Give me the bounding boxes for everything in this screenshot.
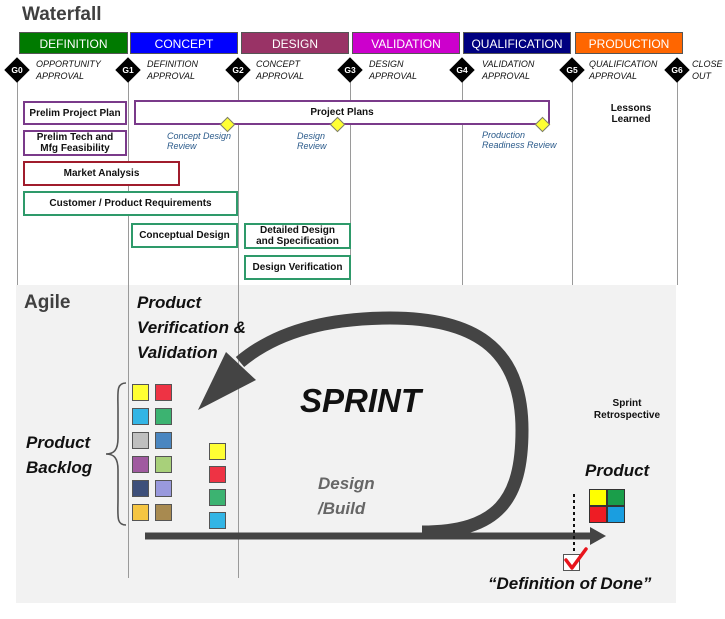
phase-validation: VALIDATION <box>352 32 460 54</box>
agile-line-g1 <box>128 285 129 578</box>
gate-id-g5: G5 <box>566 65 578 75</box>
done-checkbox <box>563 554 580 571</box>
gate-line-g4 <box>462 60 463 285</box>
sprint-item <box>209 489 226 506</box>
gate-id-g6: G6 <box>671 65 683 75</box>
conceptual-design-box: Conceptual Design <box>131 223 238 248</box>
checkmark-icon <box>564 547 588 570</box>
gate-id-g4: G4 <box>456 65 468 75</box>
phase-production: PRODUCTION <box>575 32 683 54</box>
gate-id-g2: G2 <box>232 65 244 75</box>
gate-line-g0 <box>17 60 18 285</box>
phase-design: DESIGN <box>241 32 349 54</box>
design-verification-box: Design Verification <box>244 255 351 280</box>
sprint-item <box>209 512 226 529</box>
prelim-project-plan-box: Prelim Project Plan <box>23 101 127 125</box>
market-analysis-box: Market Analysis <box>23 161 180 186</box>
backlog-brace-icon <box>105 382 127 526</box>
customer-product-requirements-box: Customer / Product Requirements <box>23 191 238 216</box>
agile-panel <box>16 285 676 603</box>
agile-line-g2 <box>238 285 239 578</box>
sprint-item <box>209 466 226 483</box>
phase-qualification: QUALIFICATION <box>463 32 571 54</box>
backlog-item <box>155 384 172 401</box>
design-build-label: Design/Build <box>318 474 375 518</box>
phase-concept: CONCEPT <box>130 32 238 54</box>
backlog-item <box>132 480 149 497</box>
sprint-item <box>209 443 226 460</box>
backlog-item <box>132 504 149 521</box>
backlog-item <box>155 480 172 497</box>
product-tile <box>607 506 625 523</box>
waterfall-title: Waterfall <box>22 4 102 25</box>
gate-line-g3 <box>350 60 351 285</box>
backlog-item <box>132 408 149 425</box>
product-tile <box>607 489 625 506</box>
definition-of-done-label: “Definition of Done” <box>488 574 652 593</box>
gate-id-g1: G1 <box>122 65 134 75</box>
phase-definition: DEFINITION <box>19 32 128 54</box>
backlog-item <box>132 456 149 473</box>
agile-title: Agile <box>24 292 71 313</box>
sprint-label: SPRINT <box>300 382 422 419</box>
gate-id-g3: G3 <box>344 65 356 75</box>
backlog-item <box>155 504 172 521</box>
product-label: Product <box>585 461 650 480</box>
gate-line-g5 <box>572 60 573 285</box>
backlog-item <box>155 456 172 473</box>
backlog-item <box>155 408 172 425</box>
backlog-item <box>155 432 172 449</box>
product-tile <box>589 489 607 506</box>
gate-line-g6 <box>677 60 678 285</box>
backlog-item <box>132 384 149 401</box>
gate-id-g0: G0 <box>11 65 23 75</box>
backlog-item <box>132 432 149 449</box>
product-tile <box>589 506 607 523</box>
